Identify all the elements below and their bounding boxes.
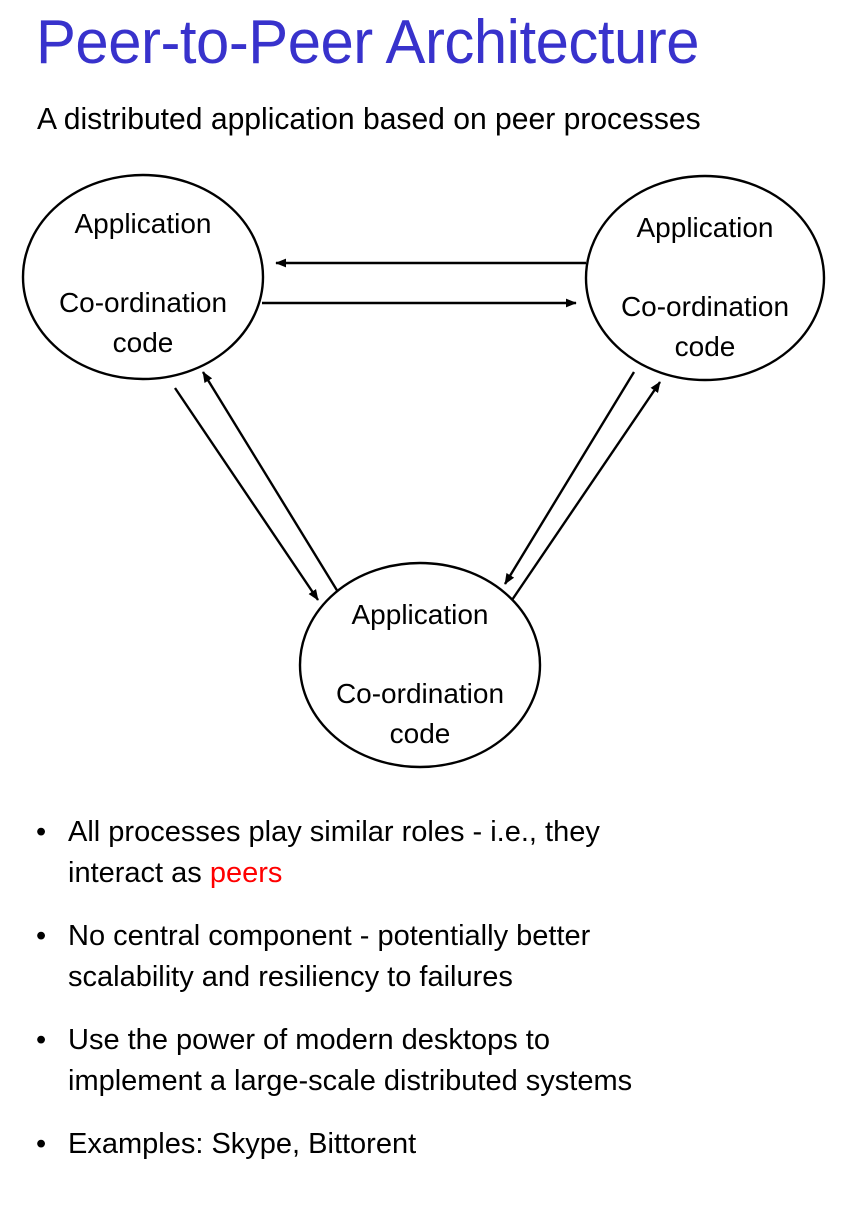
list-item: • All processes play similar roles - i.e… xyxy=(0,812,847,894)
bullet-marker-icon: • xyxy=(36,816,47,848)
peer-node-bottom: Application Co-ordination code xyxy=(298,561,542,769)
list-item: • No central component - potentially bet… xyxy=(0,916,847,998)
list-item: • Use the power of modern desktops to im… xyxy=(0,1020,847,1102)
peer-node-right-shape xyxy=(584,174,826,382)
list-item: • Examples: Skype, Bittorent xyxy=(0,1124,847,1165)
peer-node-right-line1: Application xyxy=(637,212,774,243)
peer-node-left-line2: Co-ordination xyxy=(59,287,227,318)
bullet-text-0: All processes play similar roles - i.e.,… xyxy=(68,816,600,889)
bullet-marker-icon: • xyxy=(36,1128,47,1160)
peer-node-bottom-line1: Application xyxy=(352,599,489,630)
edge-bottom-to-left xyxy=(201,371,340,593)
bullet-list: • All processes play similar roles - i.e… xyxy=(0,812,847,1165)
edge-left-to-bottom xyxy=(174,387,319,601)
bullet-marker-icon: • xyxy=(36,920,47,952)
edge-bottom-to-right xyxy=(511,381,661,601)
peer-node-right-line2: Co-ordination xyxy=(621,291,789,322)
bullet-text-2: Use the power of modern desktops to impl… xyxy=(68,1024,633,1097)
peer-node-left-line1: Application xyxy=(75,208,212,239)
page-title: Peer-to-Peer Architecture xyxy=(36,8,699,77)
peer-node-bottom-line3: code xyxy=(390,718,451,749)
peer-node-left: Application Co-ordination code xyxy=(21,173,265,381)
bullet-marker-icon: • xyxy=(36,1024,47,1056)
page-subtitle: A distributed application based on peer … xyxy=(37,101,701,136)
bullet-text-3: Examples: Skype, Bittorent xyxy=(68,1128,417,1160)
peer-node-bottom-shape xyxy=(298,561,542,769)
peer-to-peer-diagram: Application Co-ordination code Applicati… xyxy=(0,160,847,800)
peer-node-right: Application Co-ordination code xyxy=(584,174,826,382)
peer-node-bottom-line2: Co-ordination xyxy=(336,678,504,709)
bullet-text-1: No central component - potentially bette… xyxy=(68,920,591,993)
peer-node-left-line3: code xyxy=(113,327,174,358)
peer-node-right-line3: code xyxy=(675,331,736,362)
peer-node-left-shape xyxy=(21,173,265,381)
bullet-highlight-peers: peers xyxy=(209,857,283,889)
edge-right-to-bottom xyxy=(503,371,636,585)
